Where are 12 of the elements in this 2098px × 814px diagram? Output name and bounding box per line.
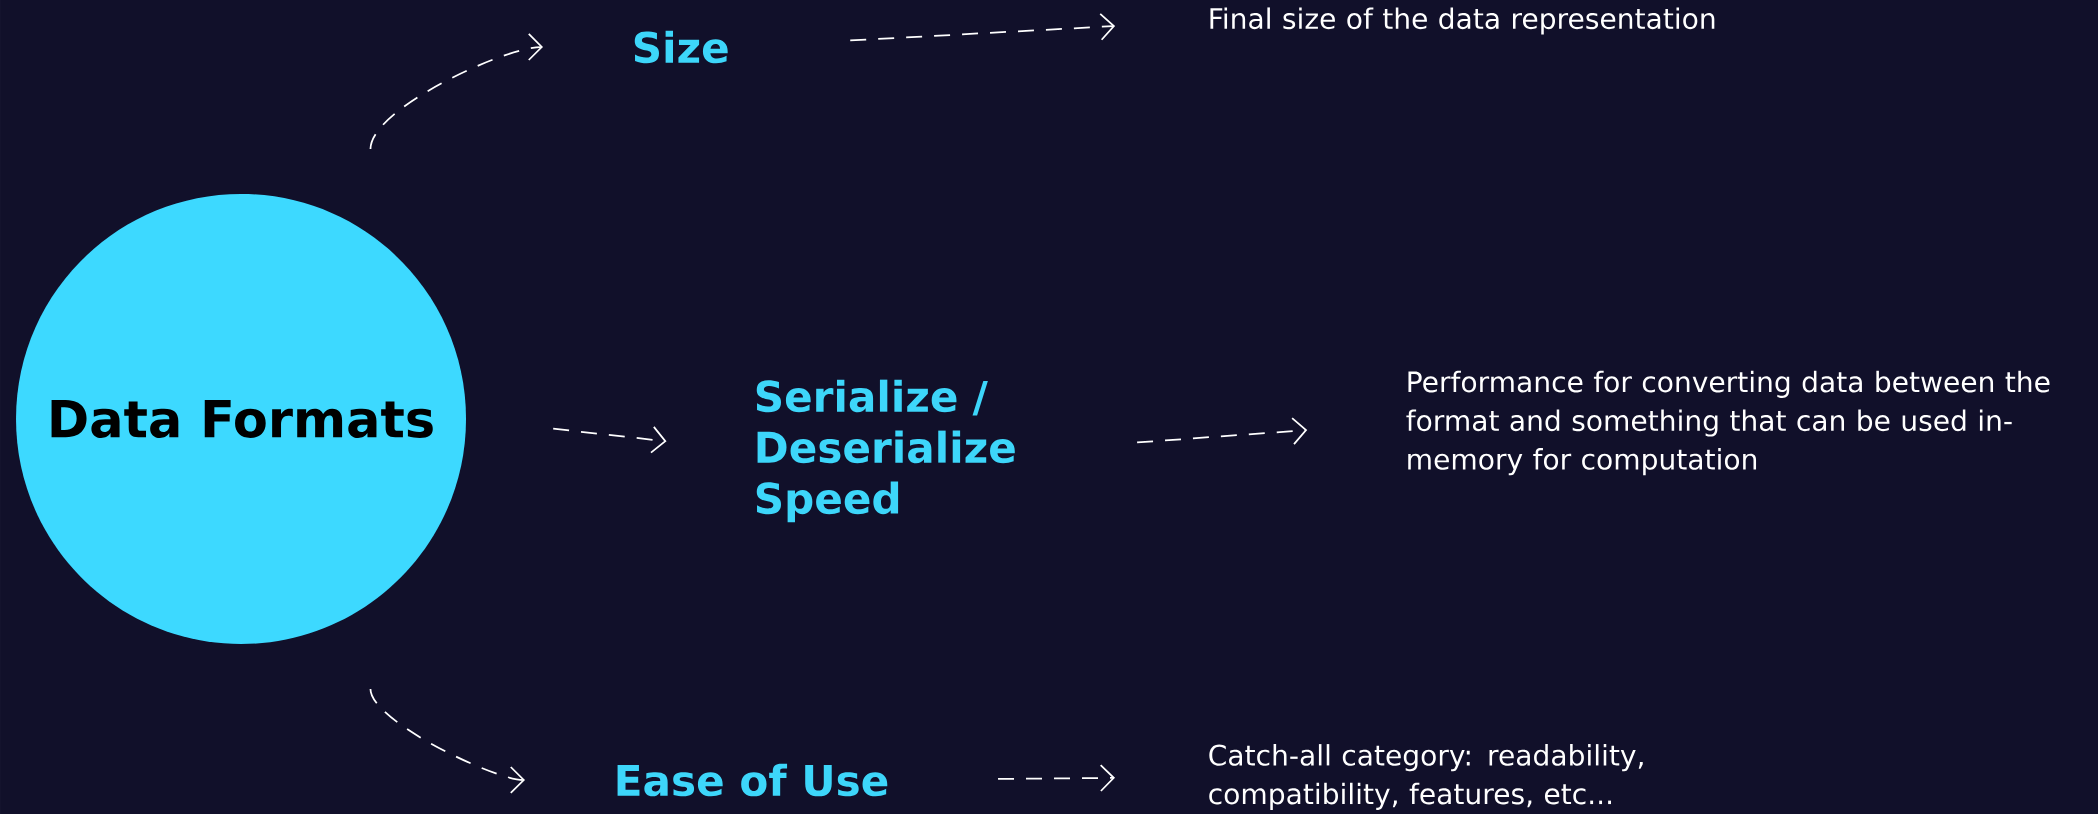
dashed-arrow bbox=[1136, 417, 1308, 445]
dashed-arrow bbox=[369, 688, 525, 794]
description-text: Performance for converting data between the format and something that can be used in-memory for computation bbox=[1406, 370, 2050, 476]
category-heading: Serialize / Deserialize Speed bbox=[756, 379, 1015, 523]
dashed-arrow bbox=[552, 425, 667, 454]
category-heading: Size bbox=[634, 30, 728, 64]
dashed-arrow bbox=[849, 12, 1116, 42]
description-text: Final size of the data representation bbox=[1210, 7, 1715, 35]
dashed-arrow bbox=[369, 33, 543, 150]
category-heading: Ease of Use bbox=[617, 763, 888, 797]
description-text: Catch-all category: readability, compatibility, features, etc... bbox=[1209, 744, 1643, 810]
dashed-arrow bbox=[997, 764, 1116, 792]
